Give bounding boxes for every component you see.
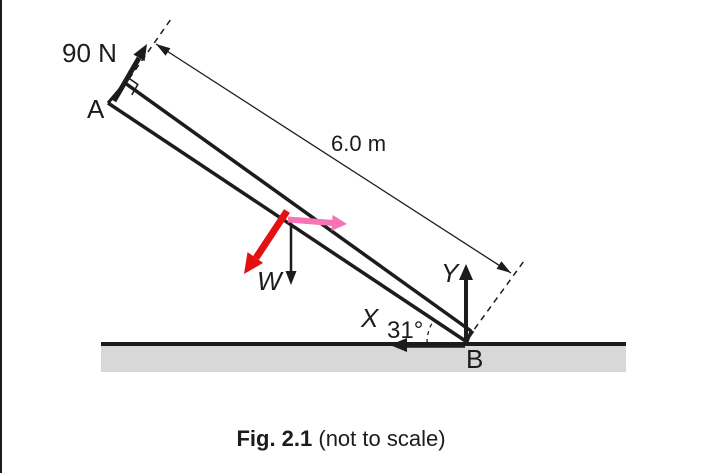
beam-upper-edge [123, 81, 473, 333]
force-90n-arrow-shaft [111, 56, 142, 103]
dimension-arrowhead-bottom [496, 261, 511, 273]
label-group: 90 N A 6.0 m W Y X 31° B Fig. 2.1 (not t… [62, 38, 483, 451]
weight-red-arrow-shaft [253, 209, 290, 260]
reaction-x-arrowhead [390, 338, 407, 352]
point-b-label: B [466, 344, 483, 374]
ground-surface [101, 346, 626, 372]
dimension-arrowhead-top [156, 44, 171, 56]
dimension-line [155, 43, 512, 274]
weight-w-arrowhead [285, 271, 297, 285]
reaction-y-label: Y [441, 258, 460, 288]
weight-w-label: W [257, 266, 284, 296]
reaction-x-label: X [360, 303, 380, 333]
point-a-label: A [87, 94, 105, 124]
beam-lower-edge [107, 101, 468, 344]
extension-dashed-line-a [128, 18, 172, 80]
angle-label: 31° [387, 317, 423, 344]
length-label: 6.0 m [331, 131, 386, 156]
horizontal-pink-arrowhead [331, 214, 347, 231]
force-90n-arrowhead [133, 44, 147, 62]
ink-arrowhead-group [133, 44, 511, 352]
force-90n-label: 90 N [62, 38, 117, 68]
reaction-y-arrowhead [459, 264, 473, 280]
angle-arc [426, 319, 435, 344]
weight-red-arrowhead [244, 252, 264, 274]
figure-caption-title: Fig. 2.1 [236, 426, 312, 451]
page-left-border [0, 0, 2, 473]
figure-caption-note: (not to scale) [312, 426, 445, 451]
extension-dashed-line-b [467, 260, 525, 339]
right-angle-marker-b [466, 326, 475, 340]
horizontal-pink-arrow-shaft [287, 216, 334, 226]
right-angle-marker-a [127, 76, 139, 96]
ink-line-group [101, 18, 626, 348]
figure-caption: Fig. 2.1 (not to scale) [236, 426, 445, 451]
